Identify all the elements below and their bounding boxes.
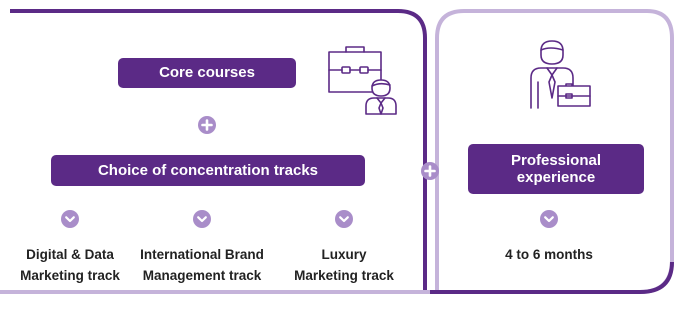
professional-experience-box: Professional experience	[468, 144, 644, 194]
academic-frame	[10, 9, 427, 290]
chevron-down-icon	[61, 210, 79, 228]
core-courses-box: Core courses	[118, 58, 296, 88]
chevron-down-icon	[193, 210, 211, 228]
bottom-frame-accent	[430, 261, 674, 294]
track-line1: Digital & Data	[26, 247, 114, 262]
track-international-brand: International Brand Management track	[132, 244, 272, 286]
track-line2: Marketing track	[294, 268, 394, 283]
professional-experience-line1: Professional	[510, 151, 602, 169]
track-line1: Luxury	[321, 247, 367, 262]
core-courses-label: Core courses	[159, 64, 255, 82]
track-luxury: Luxury Marketing track	[274, 244, 414, 286]
briefcase-person-icon	[328, 46, 397, 115]
chevron-down-icon	[540, 210, 558, 228]
professional-experience-line2: experience	[516, 169, 596, 186]
track-line2: Marketing track	[20, 268, 120, 283]
businessman-icon	[530, 40, 591, 109]
track-line1: International Brand	[140, 247, 264, 262]
duration-label: 4 to 6 months	[505, 247, 593, 262]
plus-icon	[421, 162, 439, 180]
chevron-down-icon	[335, 210, 353, 228]
plus-icon	[198, 116, 216, 134]
concentration-tracks-box: Choice of concentration tracks	[51, 155, 365, 186]
track-line2: Management track	[142, 268, 262, 283]
concentration-tracks-label: Choice of concentration tracks	[97, 161, 319, 179]
track-digital-data: Digital & Data Marketing track	[0, 244, 140, 286]
